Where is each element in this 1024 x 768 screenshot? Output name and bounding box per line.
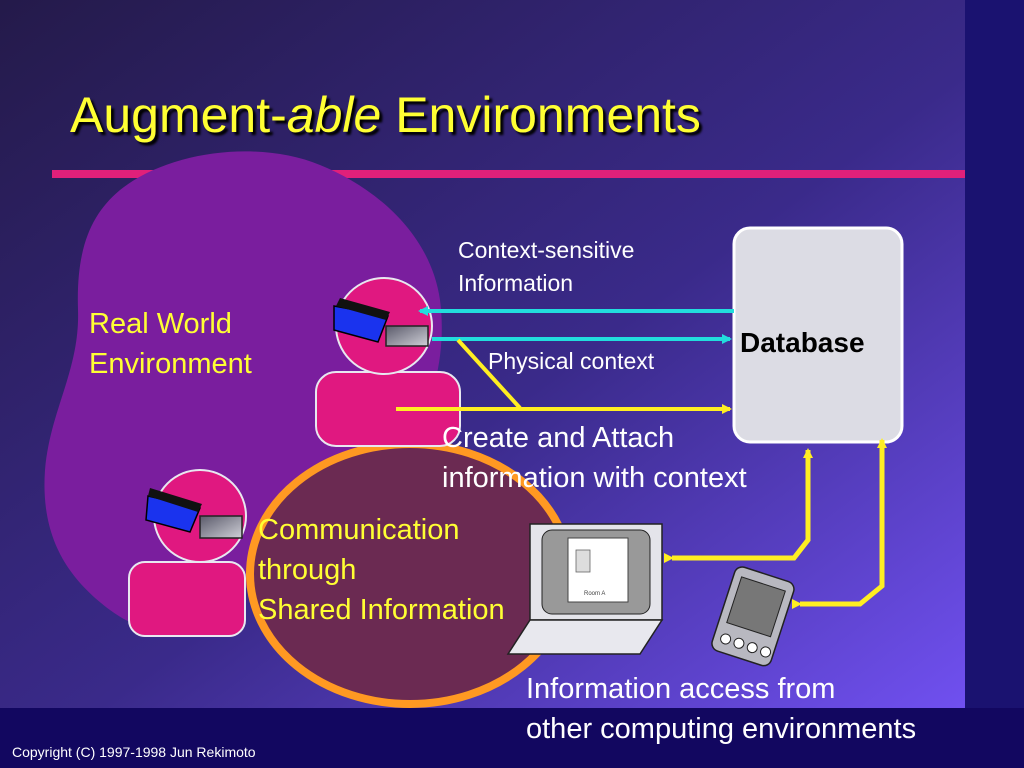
info-access-label: Information access from other computing … [526,673,917,745]
real-world-blob [44,151,442,632]
physical-context-label: Physical context [488,348,655,374]
database-label: Database [740,327,865,358]
pda-access-arrow [792,438,887,609]
copyright-text: Copyright (C) 1997-1998 Jun Rekimoto [12,744,256,760]
person-bottom [128,469,247,637]
computer-screen-text: Room A [584,591,605,597]
title-underline [52,170,1024,178]
real-world-label: Real World Environment [89,308,252,380]
physical-context-pointer [456,338,522,410]
pda-icon [711,566,795,667]
right-bar [965,0,1024,708]
footer-bar [0,708,1024,768]
create-attach-label: Create and Attach information with conte… [442,422,747,494]
communication-label: Communication through Shared Information [258,514,505,626]
computer-icon: Room A [506,523,664,655]
context-sensitive-label: Context-sensitive Information [458,237,635,296]
slide-title: Augment-able Environments [70,87,701,143]
person-top [315,277,461,447]
